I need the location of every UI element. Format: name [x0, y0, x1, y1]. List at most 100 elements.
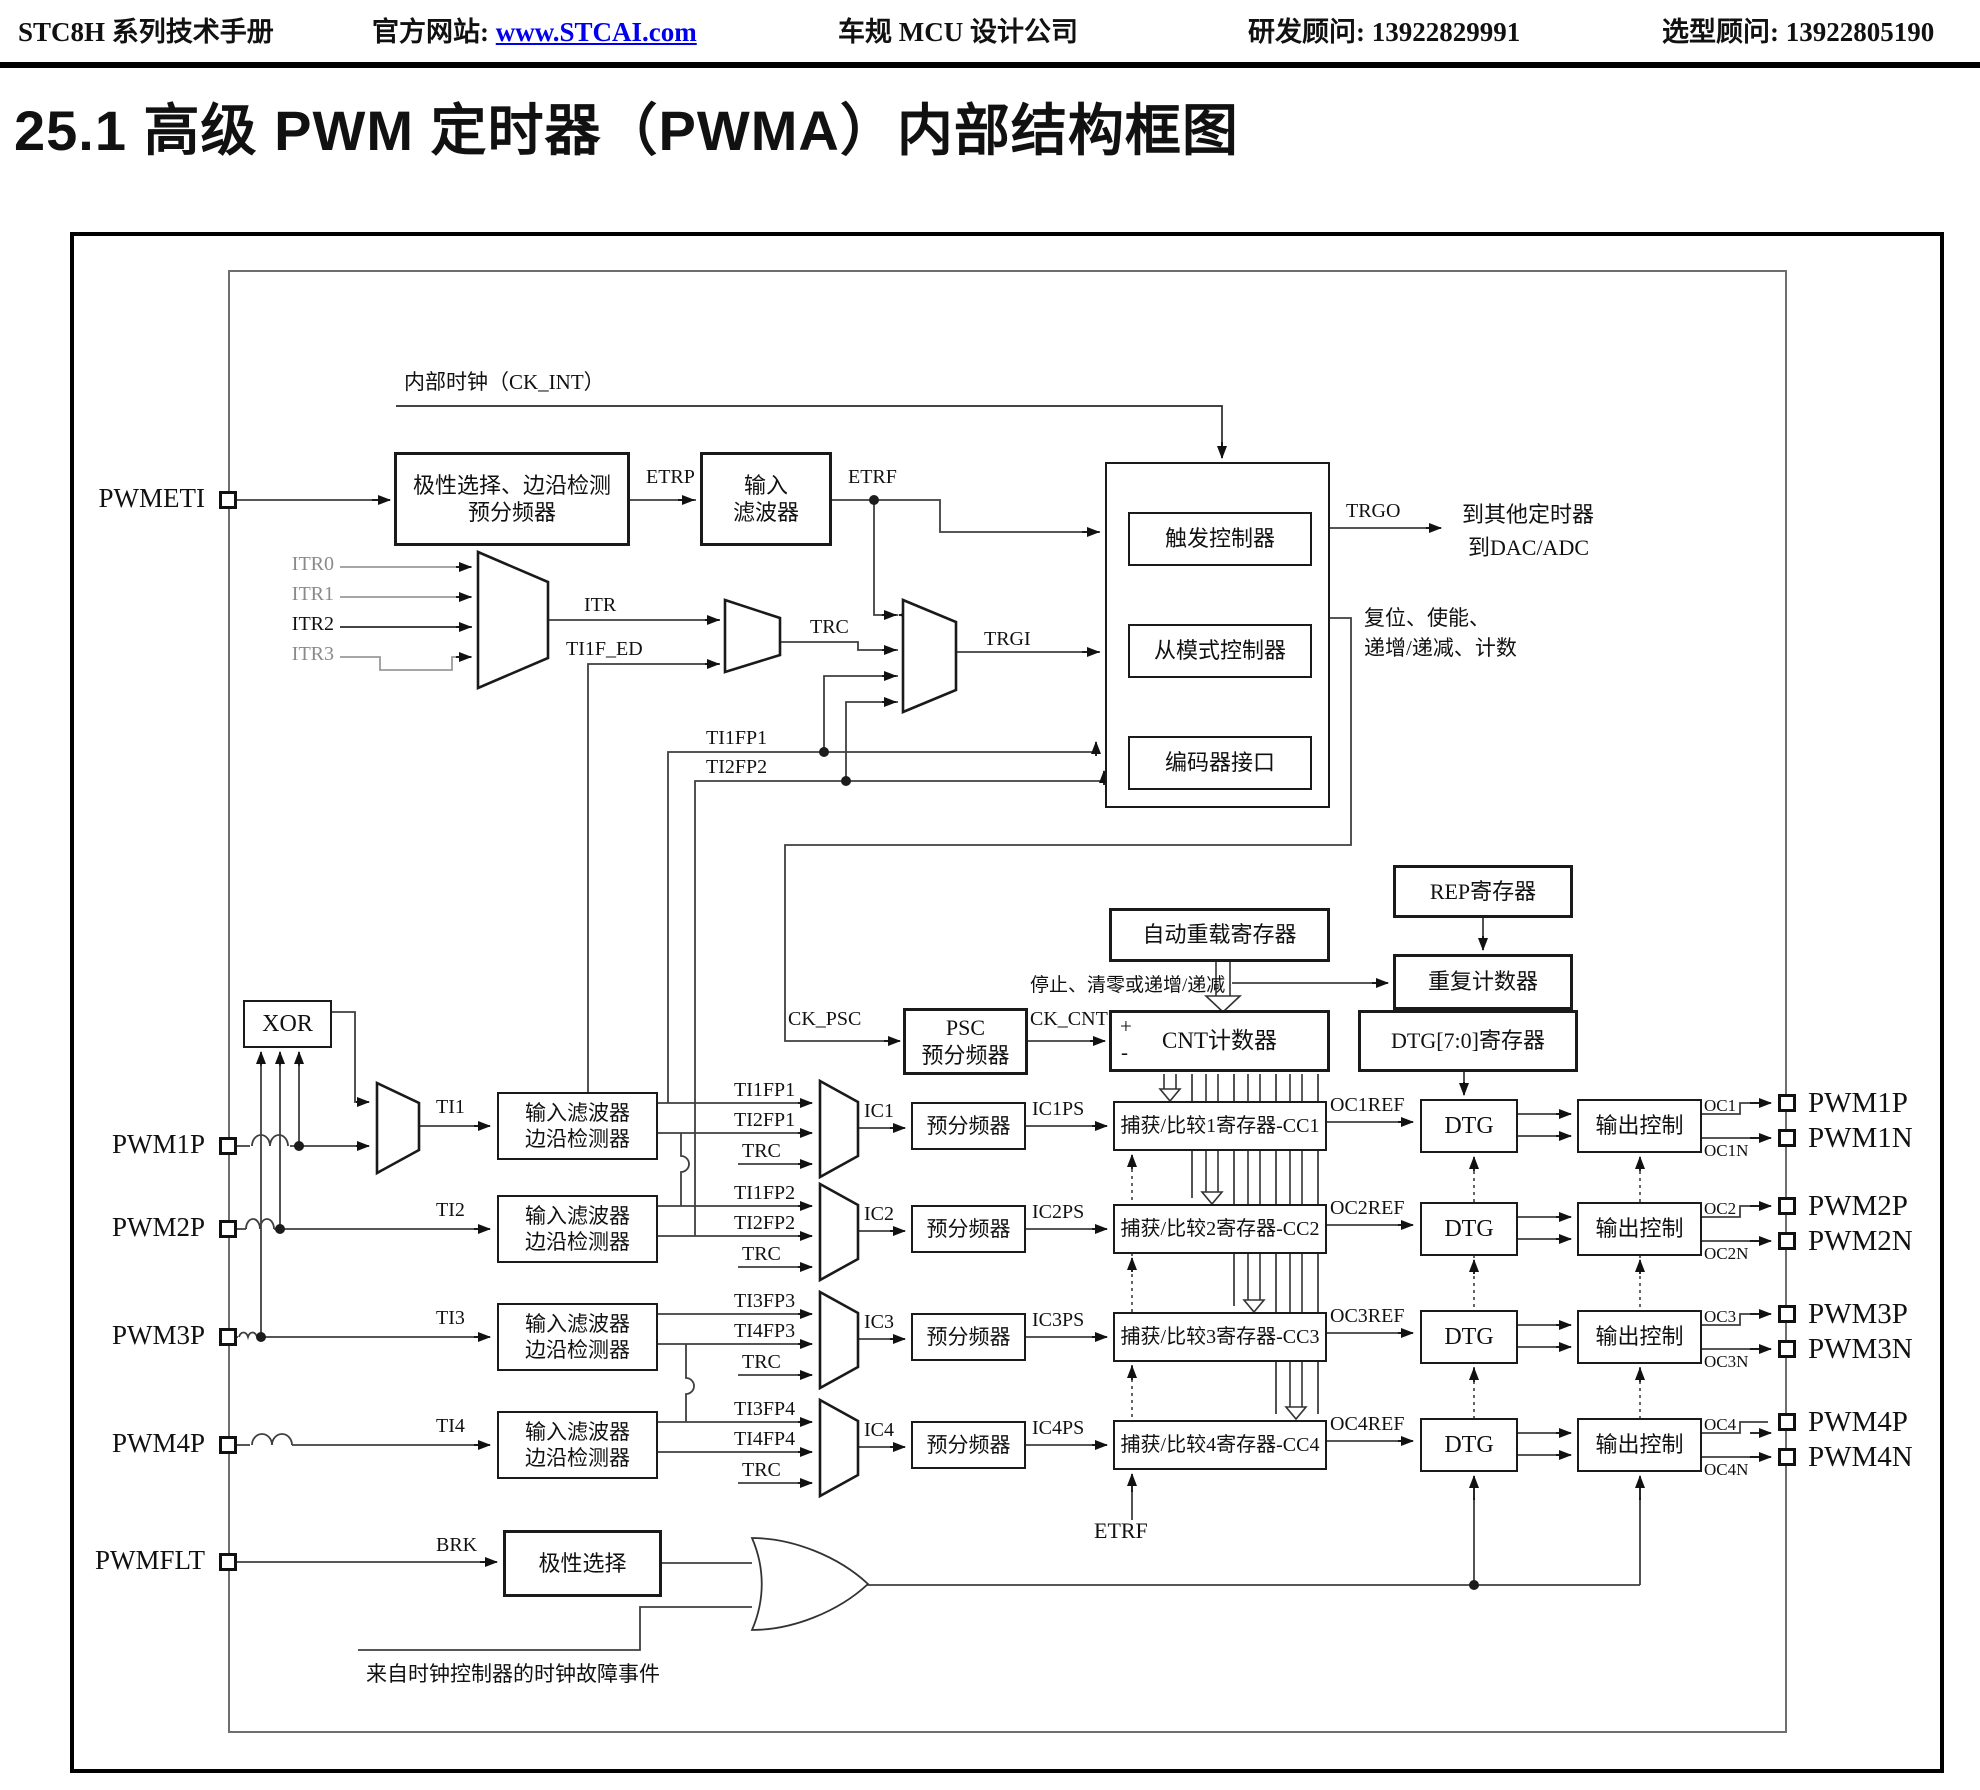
trigger-controller-block: 触发控制器: [1128, 512, 1312, 566]
label-ck-cnt: CK_CNT: [1030, 1008, 1108, 1030]
ch4-label-in3: TRC: [742, 1459, 781, 1481]
label-brk: BRK: [436, 1534, 478, 1556]
break-squiggles: [238, 1134, 293, 1446]
cnt-cc1-shaft: [1163, 1074, 1177, 1089]
psc-line2: 预分频器: [921, 1042, 1010, 1068]
label-etrp: ETRP: [646, 466, 695, 488]
cnt-cc4-head: [1284, 1406, 1308, 1421]
ch3-label-ic: IC3: [864, 1311, 894, 1333]
cnt-counter-block: CNT计数器: [1109, 1010, 1330, 1072]
ch1-input-filter-edge-block: 输入滤波器边沿检测器: [497, 1092, 658, 1160]
label-reset-enable-1: 复位、使能、: [1364, 606, 1490, 630]
label-to-other-timers: 到其他定时器: [1462, 502, 1595, 527]
ch3-filter-l1: 输入滤波器: [525, 1311, 630, 1336]
polarity-edge-prescaler-block: 极性选择、边沿检测 预分频器: [394, 452, 630, 546]
input-filter-line2: 滤波器: [732, 500, 799, 525]
wire-cross-connectors: [680, 1133, 695, 1422]
ch4-label-in1: TI3FP4: [734, 1398, 796, 1420]
ch4-label-ic: IC4: [864, 1419, 894, 1441]
label-pwm1p-out: PWM1P: [1808, 1087, 1908, 1119]
ch1-label-ocref: OC1REF: [1330, 1094, 1405, 1116]
label-itr2: ITR2: [291, 613, 334, 635]
input-filter-line1: 输入: [743, 472, 788, 498]
label-reset-enable-2: 递增/递减、计数: [1364, 636, 1517, 660]
wire-ch3: [658, 1313, 1768, 1376]
port-pwm3p-in: [219, 1328, 237, 1346]
label-pwm2p-out: PWM2P: [1808, 1190, 1908, 1222]
ch2-label-ti: TI2: [436, 1199, 465, 1221]
label-pwm3p-out: PWM3P: [1808, 1298, 1908, 1330]
rep-register-block: REP寄存器: [1393, 865, 1573, 918]
ch2-label-in3: TRC: [742, 1243, 781, 1265]
port-pwm2p-out: [1778, 1197, 1796, 1215]
header-sel-contact: 选型顾问: 13922805190: [1662, 17, 1935, 47]
ch3-output-control-block: 输出控制: [1577, 1310, 1702, 1364]
mux-ic3: [818, 1289, 860, 1391]
reload-to-cnt-shaft: [1215, 962, 1231, 996]
cnt-cc1-head: [1158, 1088, 1182, 1103]
label-itr0: ITR0: [291, 553, 334, 575]
label-stop-clear-note: 停止、清零或递增/递减: [1030, 975, 1226, 996]
timer-boundary-frame: [228, 270, 1787, 1733]
ch1-label-in3: TRC: [742, 1140, 781, 1162]
port-pwm1n-out: [1778, 1129, 1796, 1147]
wire-ch1: [658, 1102, 1768, 1165]
label-ck-psc: CK_PSC: [788, 1008, 862, 1030]
ch4-filter-l2: 边沿检测器: [525, 1446, 630, 1470]
wire-ch2: [658, 1205, 1768, 1268]
ch4-label-ocn: OC4N: [1704, 1460, 1749, 1479]
ch3-label-in2: TI4FP3: [734, 1320, 796, 1342]
ch4-prescaler-block: 预分频器: [911, 1421, 1026, 1469]
polarity-edge-line2: 预分频器: [467, 500, 556, 525]
ch4-label-oc: OC4: [1704, 1415, 1737, 1434]
ch3-capture-compare-block: 捕获/比较3寄存器-CC3: [1113, 1312, 1327, 1362]
ch3-prescaler-block: 预分频器: [911, 1313, 1026, 1361]
label-etrf-bottom: ETRF: [1094, 1518, 1148, 1543]
ch1-label-ocn: OC1N: [1704, 1141, 1749, 1160]
label-ck-int: 内部时钟（CK_INT）: [404, 370, 605, 394]
mux-ti1: [375, 1080, 421, 1176]
label-pwm2p-in: PWM2P: [111, 1212, 205, 1242]
ch3-label-oc: OC3: [1704, 1307, 1737, 1326]
ch4-capture-compare-block: 捕获/比较4寄存器-CC4: [1113, 1420, 1327, 1470]
ch3-label-icps: IC3PS: [1032, 1309, 1085, 1331]
ch2-input-filter-edge-block: 输入滤波器边沿检测器: [497, 1195, 658, 1263]
wire-ch4: [658, 1421, 1768, 1484]
label-pwm4p-out: PWM4P: [1808, 1406, 1908, 1438]
label-etrf-top: ETRF: [848, 466, 897, 488]
mux-itr: [476, 550, 550, 690]
repeat-counter-block: 重复计数器: [1393, 954, 1573, 1010]
ch1-label-in2: TI2FP1: [734, 1109, 796, 1131]
port-pwmflt: [219, 1553, 237, 1571]
port-pwm3p-out: [1778, 1305, 1796, 1323]
ch3-filter-l2: 边沿检测器: [525, 1338, 630, 1362]
website-link[interactable]: www.STCAI.com: [495, 17, 697, 47]
ch2-label-ocn: OC2N: [1704, 1244, 1749, 1263]
ch3-dtg-block: DTG: [1420, 1310, 1518, 1364]
ch1-label-oc: OC1: [1704, 1096, 1737, 1115]
ch2-capture-compare-block: 捕获/比较2寄存器-CC2: [1113, 1204, 1327, 1254]
ch3-input-filter-edge-block: 输入滤波器边沿检测器: [497, 1303, 658, 1371]
ch2-label-ocref: OC2REF: [1330, 1197, 1405, 1219]
port-pwm2p-in: [219, 1220, 237, 1238]
header-company: 车规 MCU 设计公司: [838, 17, 1078, 47]
ch4-filter-l1: 输入滤波器: [525, 1419, 630, 1444]
label-ti2fp2-top: TI2FP2: [706, 756, 768, 778]
port-pwm3n-out: [1778, 1340, 1796, 1358]
ch2-filter-l2: 边沿检测器: [525, 1230, 630, 1254]
ch1-label-ic: IC1: [864, 1100, 894, 1122]
port-pwm1p-out: [1778, 1094, 1796, 1112]
port-pwm4n-out: [1778, 1448, 1796, 1466]
label-pwm4p-in: PWM4P: [111, 1428, 205, 1458]
label-pwm2n-out: PWM2N: [1808, 1225, 1913, 1257]
port-pwmeti: [219, 491, 237, 509]
page-title: 25.1 高级 PWM 定时器（PWMA）内部结构框图: [14, 99, 1239, 162]
label-ti1f-ed: TI1F_ED: [566, 638, 643, 660]
cnt-cc2-head: [1200, 1191, 1224, 1206]
label-to-dac-adc: 到DAC/ADC: [1468, 535, 1590, 560]
ch4-label-icps: IC4PS: [1032, 1417, 1085, 1439]
ch4-input-filter-edge-block: 输入滤波器边沿检测器: [497, 1411, 658, 1479]
mux-trgi: [901, 598, 958, 714]
ch2-label-in1: TI1FP2: [734, 1182, 796, 1204]
ch3-label-in3: TRC: [742, 1351, 781, 1373]
